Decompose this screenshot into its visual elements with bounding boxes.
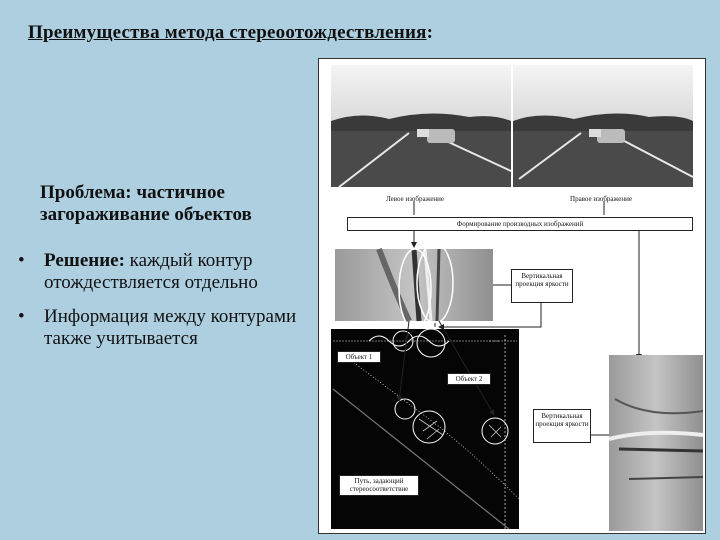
- bullet-information: • Информация между контурами также учиты…: [18, 306, 297, 349]
- formation-box: Формирование производных изображений: [347, 217, 693, 231]
- problem-label: Проблема: частичное загораживание объект…: [40, 182, 252, 225]
- path-label-box: Путь, задающий стереосоответствие: [339, 475, 419, 496]
- left-image-label: Левое изображение: [385, 195, 445, 203]
- vertical-projection-box-1: Вертикальная проекция яркости: [511, 269, 573, 303]
- stereo-diagram-figure: Левое изображение Правое изображение Фор…: [318, 58, 706, 534]
- left-road-photo: [331, 65, 512, 188]
- slide-title: Преимущества метода стереоотождествления…: [28, 22, 434, 43]
- right-image-label: Правое изображение: [570, 195, 632, 203]
- object-1-label: Объект 1: [337, 351, 381, 363]
- vertical-projection-strip: [608, 355, 704, 531]
- object-2-label: Объект 2: [447, 373, 491, 385]
- right-road-photo: [513, 65, 694, 187]
- bullet-dot-icon: •: [18, 306, 25, 327]
- derivative-image-strip: [335, 247, 493, 323]
- bullet-solution: • Решение: каждый контур отождествляется…: [18, 250, 258, 293]
- bullet-dot-icon: •: [18, 250, 25, 271]
- bullet-list: • Решение: каждый контур отождествляется…: [18, 250, 318, 362]
- vertical-projection-box-2: Вертикальная проекция яркости: [533, 409, 591, 443]
